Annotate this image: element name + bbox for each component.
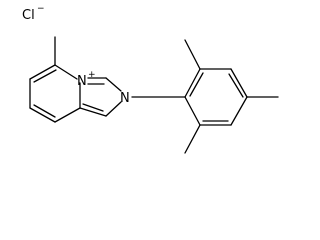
chloride-counterion: Cl − xyxy=(22,4,45,23)
bond-c5-c6 xyxy=(29,64,56,80)
bond-c5-n4 xyxy=(54,64,78,80)
bond-c1-c8a-double xyxy=(82,103,104,112)
bond-c1-c8a xyxy=(79,107,107,117)
bond-ar3-ar4 xyxy=(230,68,248,98)
methyl-bond-ortho-top xyxy=(184,39,201,70)
bond-c5-c6-double xyxy=(33,69,57,83)
pyridine-ring xyxy=(29,64,81,123)
bond-n2-c1 xyxy=(105,101,122,117)
bond-c7-c8-double xyxy=(33,104,56,118)
bond-ar6-ar1 xyxy=(184,96,201,126)
bond-c8-c8a xyxy=(54,107,81,123)
mesityl-ring xyxy=(184,68,248,126)
pyridinium-charge-label: + xyxy=(88,70,96,80)
chloride-charge-label: − xyxy=(37,4,45,14)
chemical-structure: Cl − N + N xyxy=(22,4,279,154)
bond-ar1-ar2-double xyxy=(189,72,204,97)
methyl-bond-ortho-bottom xyxy=(184,124,201,154)
bond-c7-c8 xyxy=(29,107,56,123)
pyridinium-nitrogen-label: N xyxy=(77,74,87,89)
bond-ar4-ar5 xyxy=(230,96,248,126)
bond-ar3-ar4-double xyxy=(228,73,244,98)
imidazole-ring xyxy=(79,77,122,117)
chlorine-atom-label: Cl xyxy=(22,8,35,23)
bond-c3-n2 xyxy=(105,77,122,92)
bond-ar1-ar2 xyxy=(184,68,201,98)
aryl-nitrogen-label: N xyxy=(120,91,130,106)
